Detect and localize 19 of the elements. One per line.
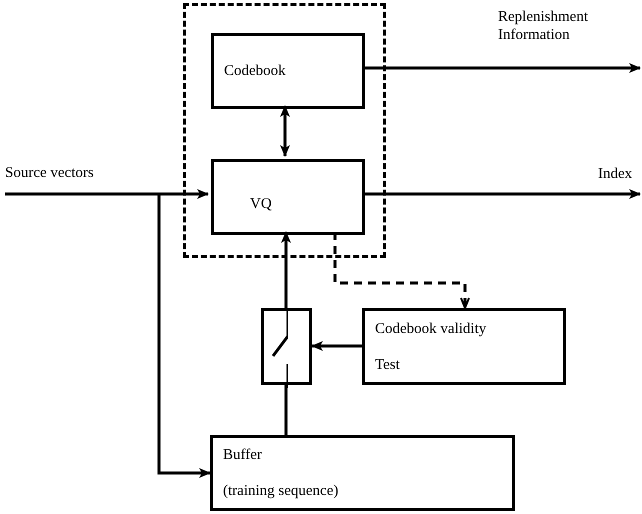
process-box [210, 435, 515, 511]
arrow [280, 105, 290, 157]
box-label: Buffer [223, 446, 263, 464]
switch-box [261, 308, 312, 385]
dashed-arrow [334, 232, 470, 309]
process-box [211, 33, 365, 109]
arrow [5, 192, 211, 478]
box-label: VQ [250, 195, 273, 213]
arrow [362, 189, 641, 199]
arrow [281, 231, 291, 308]
box-label: (training sequence) [223, 482, 340, 500]
arrow [362, 63, 641, 73]
process-box [211, 159, 365, 235]
box-label: Codebook validity [375, 320, 488, 338]
box-label: Codebook [224, 62, 287, 80]
process-box [362, 308, 566, 385]
box-label: Test [375, 356, 401, 374]
arrow [311, 341, 362, 351]
dashed-group-box [183, 3, 386, 258]
